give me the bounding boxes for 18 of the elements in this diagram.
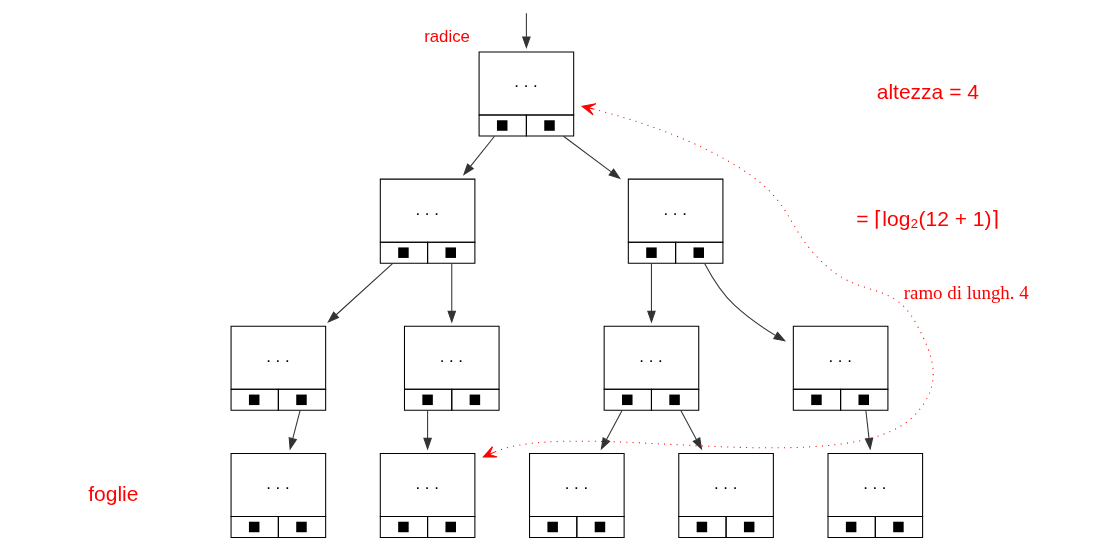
- arrow: [327, 262, 394, 323]
- arrow: [600, 410, 623, 451]
- arrow: [288, 410, 301, 451]
- label: foglie: [88, 481, 139, 505]
- label: altezza = 4: [876, 80, 979, 104]
- arrow: [562, 135, 621, 180]
- arrow: [447, 262, 457, 324]
- arrow: [647, 262, 656, 324]
- node-label: radice: [424, 27, 470, 47]
- arrow: [423, 410, 433, 451]
- arrow: [864, 410, 874, 451]
- arrow: [482, 103, 934, 458]
- arrow: [462, 135, 496, 176]
- edge-label: ramo di lungh. 4: [903, 282, 1029, 304]
- arrow: [680, 410, 703, 451]
- arrow: [521, 12, 531, 50]
- label: = ⌈log₂(12 + 1)⌉: [856, 207, 1000, 231]
- arrow: [704, 262, 787, 342]
